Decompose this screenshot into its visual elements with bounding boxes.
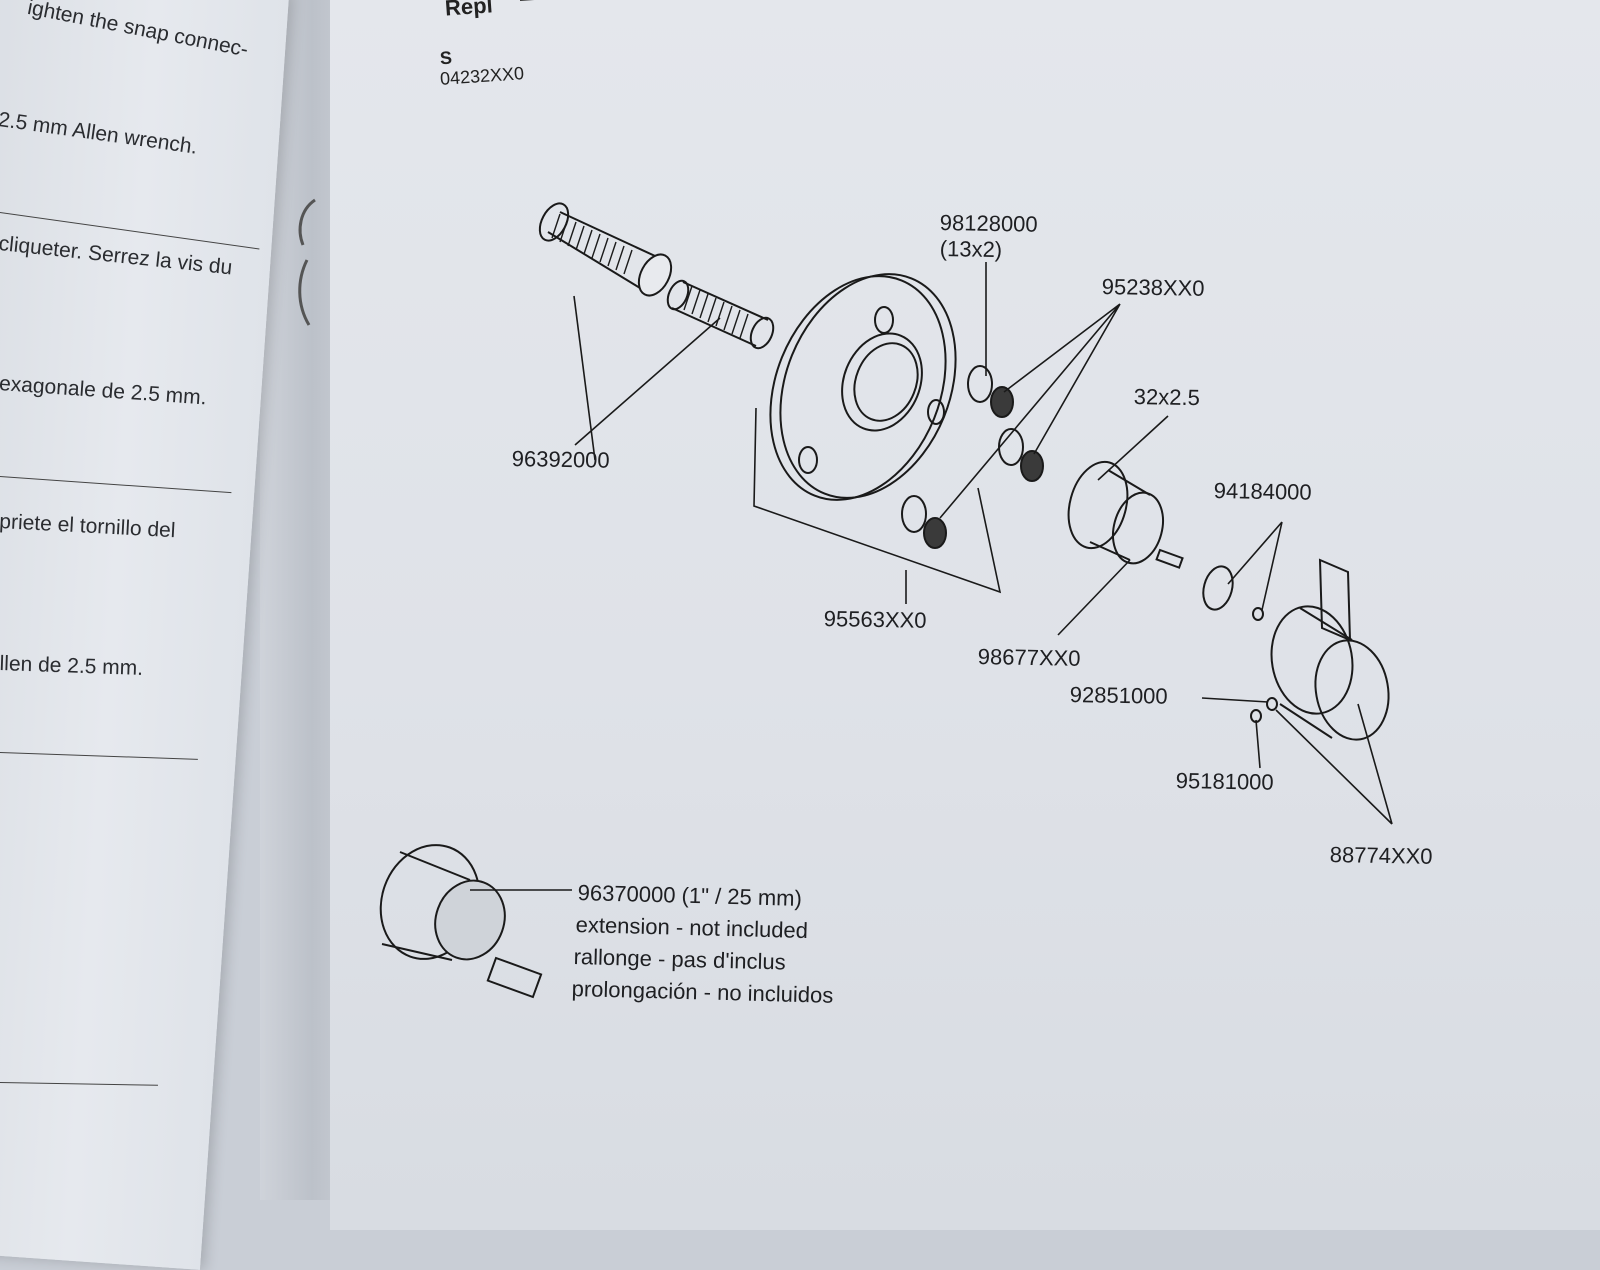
binder-clip-icon	[298, 198, 316, 326]
part-label-92851000: 92851000	[1069, 682, 1168, 709]
small-screw-icon	[1252, 607, 1264, 621]
handle-icon	[1270, 558, 1390, 741]
o-ring-icon	[901, 495, 927, 533]
cartridge-icon	[1067, 460, 1184, 569]
part-label-98677xx0: 98677XX0	[977, 644, 1081, 671]
o-ring-icon	[967, 365, 993, 403]
threaded-nipple-icon	[666, 279, 775, 350]
part-label-98128000: 98128000	[939, 210, 1038, 237]
right-page	[330, 0, 1600, 1230]
part-label-32x2-5: 32x2.5	[1133, 384, 1201, 411]
set-screw-icon	[1266, 697, 1278, 711]
threaded-pipe-icon	[538, 202, 673, 297]
part-label-95563xx0: 95563XX0	[823, 606, 927, 633]
part-label-94184000: 94184000	[1213, 478, 1312, 505]
screw-icon	[923, 386, 1044, 549]
exploded-parts-diagram	[379, 202, 1393, 999]
part-label-95181000: 95181000	[1175, 768, 1274, 795]
part-label-88774xx0: 88774XX0	[1329, 842, 1433, 869]
part-label-98128000-size: (13x2)	[939, 236, 1003, 263]
retainer-icon	[1202, 565, 1234, 611]
part-label-95238xx0: 95238XX0	[1101, 274, 1205, 301]
extension-icon	[379, 844, 543, 999]
escutcheon-plate-icon	[769, 273, 957, 501]
part-label-96392000: 96392000	[511, 446, 610, 473]
extension-note-fr: rallonge - pas d'inclus	[573, 944, 787, 975]
